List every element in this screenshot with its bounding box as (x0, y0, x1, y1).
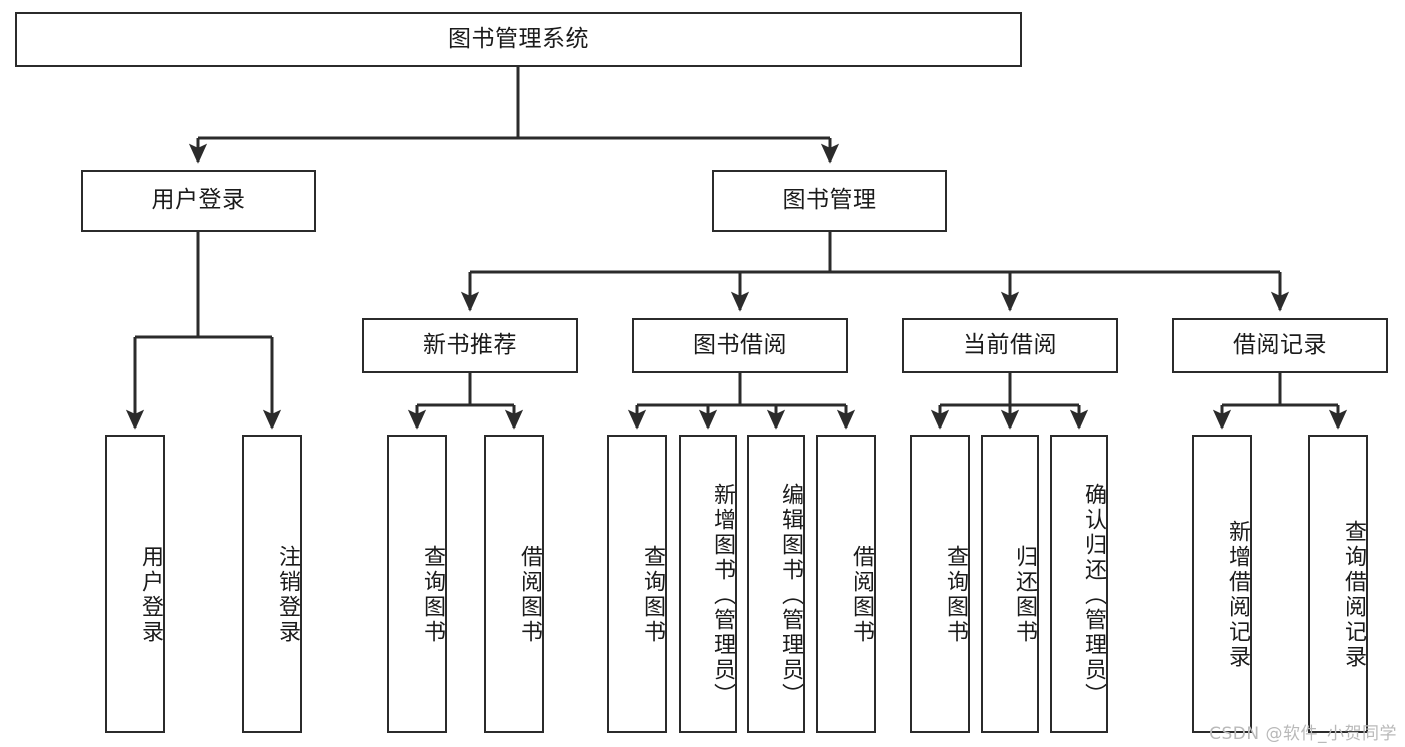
node-leaf-borrow-book-2[interactable]: 借阅图书 (816, 435, 876, 733)
node-borrow-record-label: 借阅记录 (1233, 331, 1327, 358)
node-leaf-query-book-2-label: 查询图书 (640, 545, 665, 645)
node-leaf-add-record-label: 新增借阅记录 (1225, 520, 1250, 670)
node-leaf-logout-login-label: 注销登录 (275, 545, 300, 645)
node-leaf-query-book-1[interactable]: 查询图书 (387, 435, 447, 733)
node-new-book-recommend-label: 新书推荐 (423, 331, 517, 358)
node-leaf-query-book-2[interactable]: 查询图书 (607, 435, 667, 733)
node-leaf-query-book-3[interactable]: 查询图书 (910, 435, 970, 733)
node-leaf-edit-book[interactable]: 编辑图书（管理员） (747, 435, 805, 733)
node-leaf-add-book-label: 新增图书（管理员） (710, 482, 735, 708)
node-leaf-add-book[interactable]: 新增图书（管理员） (679, 435, 737, 733)
node-leaf-return-book[interactable]: 归还图书 (981, 435, 1039, 733)
node-leaf-user-login[interactable]: 用户登录 (105, 435, 165, 733)
node-leaf-user-login-label: 用户登录 (138, 545, 163, 645)
node-book-borrow[interactable]: 图书借阅 (632, 318, 848, 373)
node-root-label: 图书管理系统 (448, 25, 589, 52)
node-user-login[interactable]: 用户登录 (81, 170, 316, 232)
node-borrow-record[interactable]: 借阅记录 (1172, 318, 1388, 373)
node-current-borrow[interactable]: 当前借阅 (902, 318, 1118, 373)
node-leaf-query-record[interactable]: 查询借阅记录 (1308, 435, 1368, 733)
node-leaf-add-record[interactable]: 新增借阅记录 (1192, 435, 1252, 733)
node-leaf-query-book-3-label: 查询图书 (943, 545, 968, 645)
node-leaf-edit-book-label: 编辑图书（管理员） (778, 482, 803, 708)
node-book-borrow-label: 图书借阅 (693, 331, 787, 358)
node-leaf-confirm-return-label: 确认归还（管理员） (1081, 482, 1106, 708)
node-leaf-return-book-label: 归还图书 (1012, 545, 1037, 645)
node-leaf-logout-login[interactable]: 注销登录 (242, 435, 302, 733)
node-user-login-label: 用户登录 (151, 187, 246, 214)
node-leaf-borrow-book-1-label: 借阅图书 (517, 545, 542, 645)
node-leaf-borrow-book-1[interactable]: 借阅图书 (484, 435, 544, 733)
node-current-borrow-label: 当前借阅 (963, 331, 1057, 358)
node-book-manage[interactable]: 图书管理 (712, 170, 947, 232)
csdn-watermark: CSDN @软件_小贺同学 (1209, 724, 1397, 744)
node-book-manage-label: 图书管理 (782, 187, 877, 214)
node-leaf-confirm-return[interactable]: 确认归还（管理员） (1050, 435, 1108, 733)
node-leaf-query-record-label: 查询借阅记录 (1341, 520, 1366, 670)
node-root[interactable]: 图书管理系统 (15, 12, 1022, 67)
node-new-book-recommend[interactable]: 新书推荐 (362, 318, 578, 373)
node-leaf-borrow-book-2-label: 借阅图书 (849, 545, 874, 645)
node-leaf-query-book-1-label: 查询图书 (420, 545, 445, 645)
